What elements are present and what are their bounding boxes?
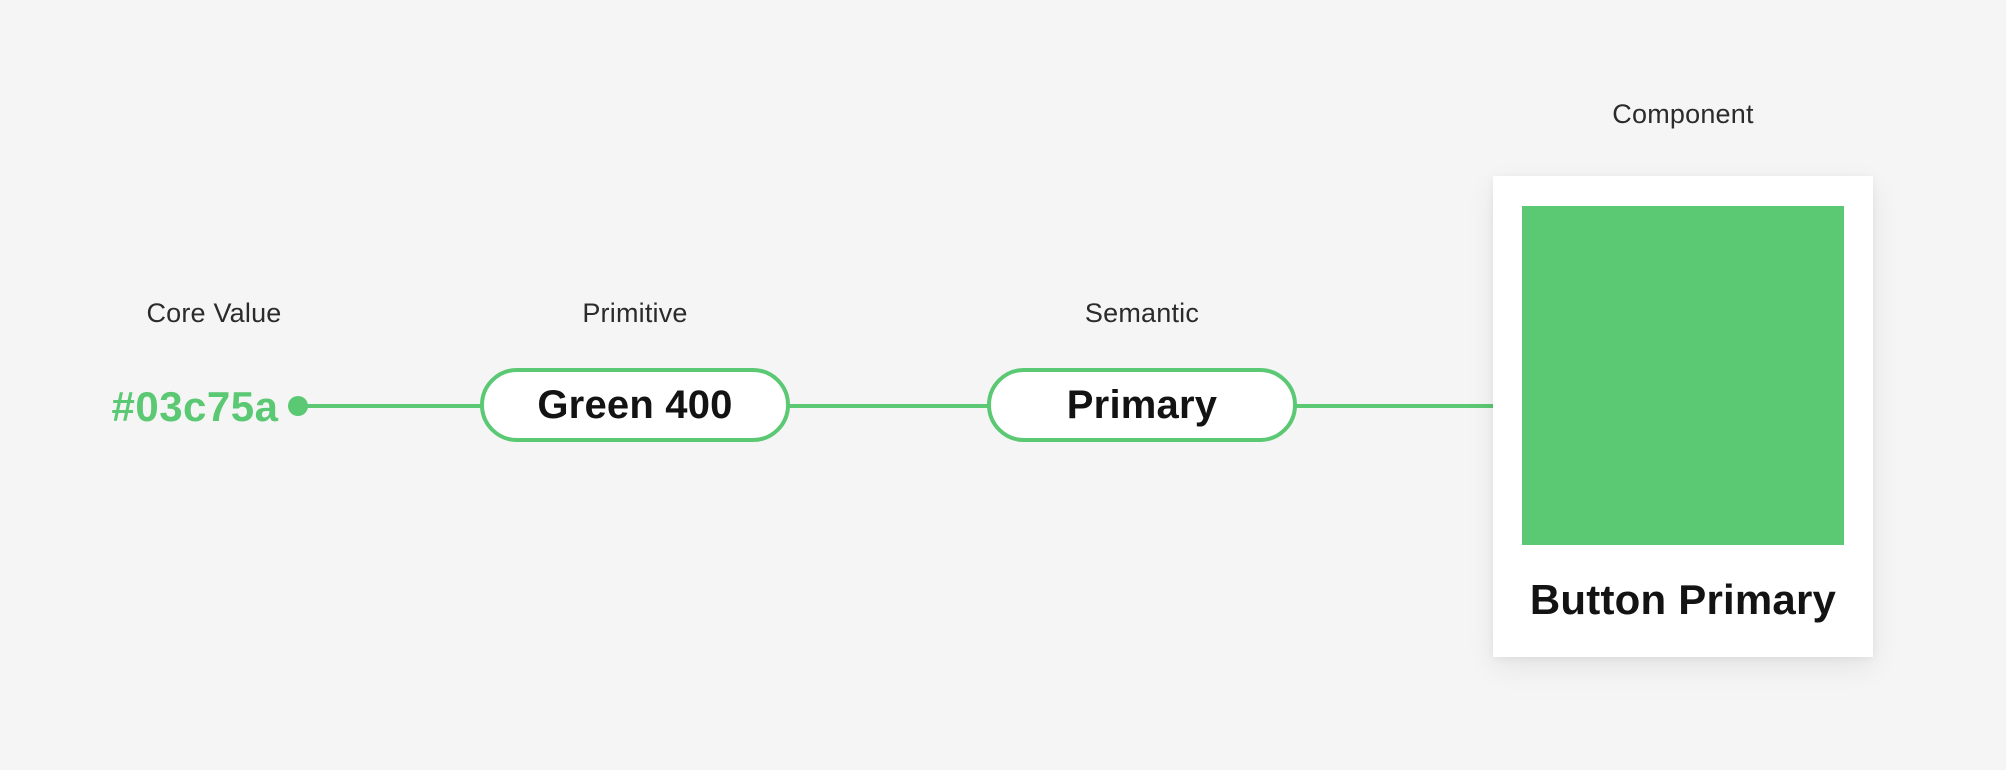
semantic-token-pill: Primary	[987, 368, 1297, 442]
connector-dot	[288, 396, 308, 416]
connector-line-semantic-to-component	[1295, 404, 1495, 408]
primitive-token-pill: Green 400	[480, 368, 790, 442]
primitive-token-pill-label: Green 400	[537, 382, 733, 427]
component-color-swatch	[1522, 206, 1844, 545]
core-value-hex-text: #03c75a	[111, 383, 279, 430]
component-name-caption: Button Primary	[1529, 576, 1837, 623]
primitive-stage-label: Primitive	[582, 298, 688, 328]
connector-line-primitive-to-semantic	[788, 404, 989, 408]
semantic-token-pill-label: Primary	[1066, 382, 1218, 427]
component-card: Button Primary	[1493, 176, 1873, 657]
component-stage-label: Component	[1612, 99, 1754, 129]
semantic-stage-label: Semantic	[1084, 298, 1200, 328]
connector-line-core-to-primitive	[306, 404, 482, 408]
core-value-stage-label: Core Value	[146, 298, 282, 328]
